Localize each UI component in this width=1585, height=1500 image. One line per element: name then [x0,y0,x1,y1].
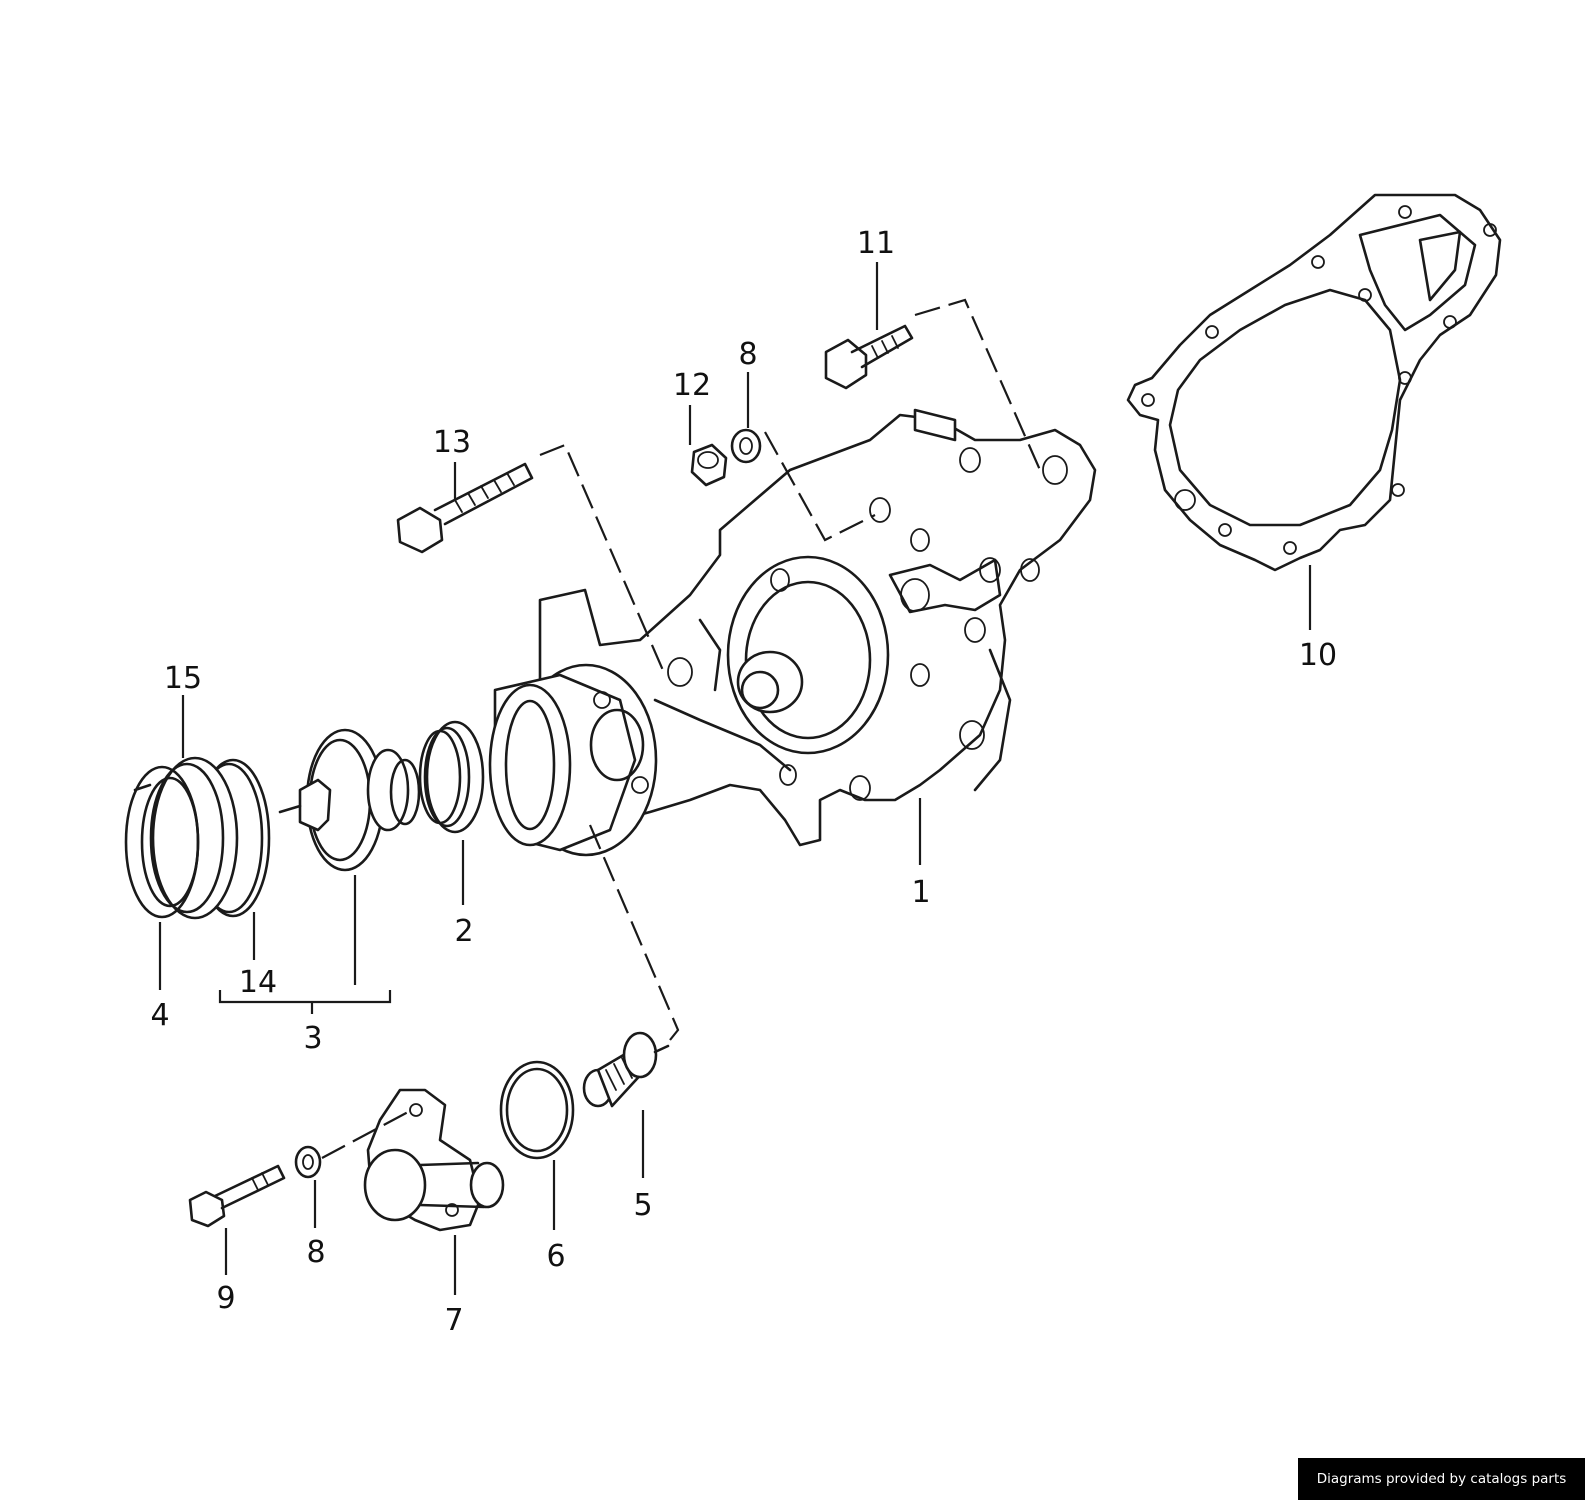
gasket-10[interactable] [1126,193,1502,572]
callout-13: 13 [433,425,471,460]
leader-lines [158,262,1312,1295]
callout-8-upper: 8 [738,337,757,372]
washer-8-lower[interactable] [294,1145,322,1179]
bolt-9[interactable] [188,1164,286,1228]
sensor-5[interactable] [582,1031,670,1108]
nut-12[interactable] [690,443,728,487]
callout-7: 7 [444,1303,463,1338]
callout-11: 11 [857,226,895,261]
bolt-11[interactable] [824,324,914,390]
callout-5: 5 [633,1188,652,1223]
thermostat-3[interactable] [278,728,421,872]
assembly-dash-lines [321,298,1042,1159]
washer-8-upper[interactable] [730,428,762,464]
callout-9: 9 [216,1281,235,1316]
callout-15: 15 [164,661,202,696]
water-pump-housing-1[interactable] [488,408,1097,857]
circlip-4[interactable] [124,765,200,919]
seal-ring-2[interactable] [418,720,485,834]
coolant-flange-7[interactable] [363,1088,505,1232]
callout-labels: 1 2 3 4 5 6 7 8 8 9 10 11 12 13 14 15 [150,226,1337,1338]
cover-15[interactable] [149,756,239,920]
diagram-credit-banner: Diagrams provided by catalogs parts [1298,1458,1585,1500]
callout-12: 12 [673,368,711,403]
callout-6: 6 [546,1239,565,1274]
callout-14: 14 [239,965,277,1000]
callout-3: 3 [303,1021,322,1056]
callout-2: 2 [454,914,473,949]
gasket-ring-6[interactable] [499,1060,575,1160]
bolt-13[interactable] [396,462,534,554]
callout-4: 4 [150,998,169,1033]
callout-10: 10 [1299,638,1337,673]
callout-1: 1 [911,875,930,910]
callout-8-lower: 8 [306,1235,325,1270]
